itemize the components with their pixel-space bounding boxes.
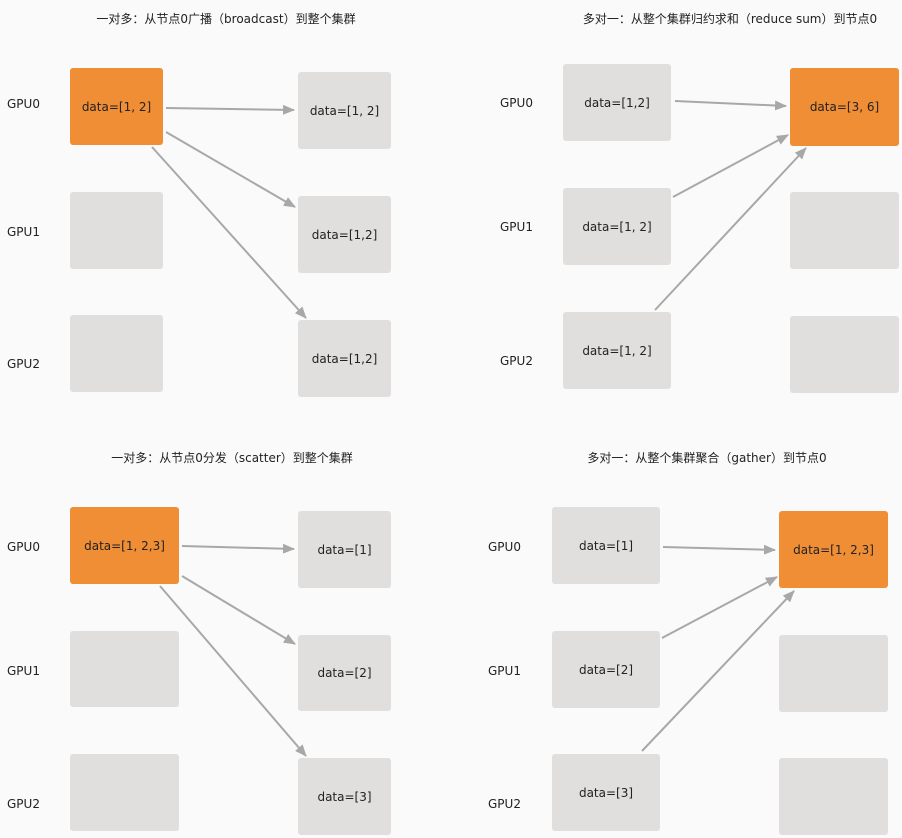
reduce-arrow-2 [654,147,807,311]
broadcast-arrow-1 [165,131,296,208]
scatter-gpu2-label: GPU2 [7,797,40,811]
gather-arrow-0 [662,544,776,555]
scatter-title: 一对多：从节点0分发（scatter）到整个集群 [111,451,353,465]
scatter-gpu1-label: GPU1 [7,664,40,678]
scatter-gpu2-empty-node [70,754,179,831]
broadcast-target-node-2: data=[1,2] [298,320,391,397]
gather-gpu0-label: GPU0 [488,540,521,554]
broadcast-gpu1-empty-node [70,192,163,269]
broadcast-source-node: data=[1, 2] [70,68,163,145]
gather-source-node-0: data=[1] [552,507,660,584]
scatter-arrow-0 [181,543,295,554]
broadcast-arrow-2 [151,146,307,319]
scatter-arrow-2 [159,585,307,757]
gather-arrow-1 [661,576,778,639]
broadcast-target-node-1: data=[1,2] [298,196,391,273]
scatter-target-node-1: data=[2] [298,635,391,711]
scatter-gpu0-label: GPU0 [7,540,40,554]
gather-gpu1-empty-node [779,635,888,712]
gather-gpu2-empty-node [779,758,888,835]
reduce-gpu2-label: GPU2 [500,354,533,368]
scatter-arrow-1 [181,575,296,645]
broadcast-gpu2-empty-node [70,315,163,392]
reduce-source-node-0: data=[1,2] [563,64,671,141]
scatter-gpu1-empty-node [70,631,179,707]
broadcast-target-node-0: data=[1, 2] [298,72,391,149]
reduce-gpu1-empty-node [790,192,899,269]
gather-title: 多对一：从整个集群聚合（gather）到节点0 [587,451,827,465]
gather-gpu2-label: GPU2 [488,797,521,811]
broadcast-gpu2-label: GPU2 [7,357,40,371]
reduce-source-node-2: data=[1, 2] [563,312,671,389]
reduce-arrow-0 [674,100,787,111]
reduce-arrow-1 [672,134,789,198]
scatter-source-node: data=[1, 2,3] [70,507,179,584]
reduce-gpu2-empty-node [790,316,899,393]
reduce-gpu0-label: GPU0 [500,96,533,110]
broadcast-title: 一对多：从节点0广播（broadcast）到整个集群 [96,12,356,26]
scatter-target-node-0: data=[1] [298,511,391,588]
gather-arrow-2 [641,590,795,752]
scatter-target-node-2: data=[3] [298,758,391,835]
reduce-source-node-1: data=[1, 2] [563,188,671,265]
reduce-gpu1-label: GPU1 [500,220,533,234]
gather-result-node: data=[1, 2,3] [779,511,888,588]
gather-source-node-1: data=[2] [552,631,660,708]
broadcast-gpu0-label: GPU0 [7,97,40,111]
broadcast-gpu1-label: GPU1 [7,225,40,239]
broadcast-arrow-0 [165,104,295,115]
reduce-title: 多对一：从整个集群归约求和（reduce sum）到节点0 [582,12,878,26]
gather-source-node-2: data=[3] [552,754,660,831]
reduce-result-node: data=[3, 6] [790,68,899,146]
gather-gpu1-label: GPU1 [488,664,521,678]
